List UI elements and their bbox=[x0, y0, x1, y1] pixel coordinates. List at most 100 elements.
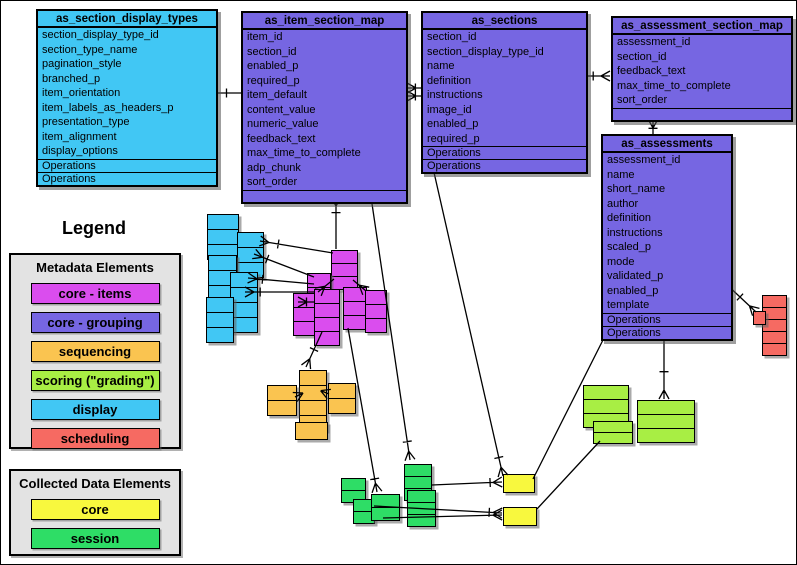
operations-row: Operations bbox=[423, 159, 586, 172]
table-cell bbox=[300, 385, 326, 400]
legend-swatch: core - grouping bbox=[30, 312, 160, 333]
table-cell bbox=[594, 422, 632, 432]
attribute-row: validated_p bbox=[607, 270, 664, 282]
table-cell bbox=[300, 400, 326, 415]
attribute-row: max_time_to_complete bbox=[247, 147, 361, 159]
table-cell bbox=[209, 256, 236, 270]
table-cell bbox=[638, 401, 694, 414]
table-cell bbox=[294, 321, 316, 335]
table-cell bbox=[342, 479, 365, 490]
attribute-row: section_display_type_id bbox=[42, 29, 159, 41]
table-cell bbox=[329, 398, 355, 413]
attribute-row: sort_order bbox=[247, 176, 298, 188]
table-cell bbox=[268, 400, 296, 415]
table-cell bbox=[207, 298, 233, 312]
table-cell bbox=[763, 296, 786, 307]
table-cell bbox=[372, 507, 399, 520]
legend-swatch: sequencing bbox=[30, 341, 160, 362]
attribute-row: display_options bbox=[42, 145, 118, 157]
scheduling-stack bbox=[762, 295, 787, 356]
attribute-row: max_time_to_complete bbox=[617, 79, 731, 92]
legend-metadata-box: Metadata Elements core - items core - gro… bbox=[9, 253, 181, 449]
legend-swatch: display bbox=[30, 399, 160, 420]
attribute-row: item_default bbox=[247, 89, 307, 101]
attribute-row: enabled_p bbox=[607, 284, 659, 297]
operations-row: Operations bbox=[603, 312, 731, 326]
table-cell bbox=[315, 317, 339, 331]
collected-core-stack bbox=[503, 507, 537, 526]
legend-collected-swatches: core session bbox=[11, 499, 179, 549]
table-cell bbox=[638, 414, 694, 428]
attribute-row: item_id bbox=[247, 31, 283, 43]
table-cell bbox=[504, 475, 534, 492]
entity-footer bbox=[613, 107, 791, 120]
table-cell bbox=[638, 428, 694, 442]
table-cell bbox=[763, 331, 786, 343]
table-cell bbox=[763, 307, 786, 319]
session-stack bbox=[407, 490, 436, 527]
legend-collected-title: Collected Data Elements bbox=[19, 476, 171, 491]
table-cell bbox=[300, 371, 326, 385]
legend-swatch: core - items bbox=[30, 283, 160, 304]
table-cell bbox=[763, 343, 786, 355]
display-stack bbox=[230, 272, 258, 333]
attribute-row: instructions bbox=[607, 226, 663, 239]
attribute-row: item_labels_as_headers_p bbox=[42, 101, 174, 114]
table-cell bbox=[231, 317, 257, 332]
attribute-row: item_alignment bbox=[42, 130, 117, 143]
attribute-row: name bbox=[427, 60, 455, 72]
attribute-row: name bbox=[607, 168, 635, 181]
table-cell bbox=[207, 312, 233, 327]
table-cell bbox=[408, 514, 435, 526]
legend-swatch: scheduling bbox=[30, 428, 160, 449]
table-cell bbox=[763, 319, 786, 331]
entity-rows: assessment_id section_id feedback_text max_… bbox=[613, 35, 791, 120]
attribute-row: enabled_p bbox=[247, 60, 299, 72]
attribute-row: sort_order bbox=[617, 94, 668, 106]
attribute-row: assessment_id bbox=[617, 36, 691, 48]
table-cell bbox=[405, 476, 431, 488]
table-cell bbox=[231, 287, 257, 302]
attribute-row: content_value bbox=[247, 103, 316, 116]
attribute-row: instructions bbox=[427, 89, 483, 101]
legend-swatch: core bbox=[30, 499, 160, 520]
core-items-stack bbox=[365, 290, 387, 333]
entity-as-section-display-types: as_section_display_types section_display… bbox=[36, 9, 218, 187]
table-cell bbox=[332, 263, 357, 276]
table-cell bbox=[594, 432, 632, 443]
attribute-row: required_p bbox=[247, 74, 300, 87]
attribute-row: section_id bbox=[247, 45, 297, 58]
attribute-row: definition bbox=[427, 74, 472, 87]
table-cell bbox=[329, 384, 355, 398]
table-cell bbox=[344, 315, 366, 329]
core-items-stack bbox=[314, 289, 340, 346]
attribute-row: section_display_type_id bbox=[427, 45, 544, 58]
operations-row: Operations bbox=[423, 146, 586, 159]
scoring-stack bbox=[637, 400, 695, 443]
table-cell bbox=[294, 307, 316, 321]
attribute-row: assessment_id bbox=[607, 154, 681, 166]
scheduling-stack bbox=[753, 311, 766, 325]
sequencing-stack bbox=[328, 383, 356, 414]
core-items-stack bbox=[331, 250, 358, 290]
attribute-row: required_p bbox=[427, 132, 480, 145]
legend-metadata-title: Metadata Elements bbox=[36, 260, 154, 275]
table-cell bbox=[207, 327, 233, 342]
table-cell bbox=[238, 233, 263, 247]
table-cell bbox=[208, 215, 238, 229]
attribute-row: section_id bbox=[617, 50, 667, 63]
legend-swatch: session bbox=[30, 528, 160, 549]
scoring-stack bbox=[593, 421, 633, 444]
table-cell bbox=[408, 502, 435, 514]
sequencing-stack bbox=[267, 385, 297, 416]
table-cell bbox=[344, 288, 366, 301]
attribute-row: template bbox=[607, 299, 650, 311]
attribute-row: feedback_text bbox=[617, 65, 686, 77]
